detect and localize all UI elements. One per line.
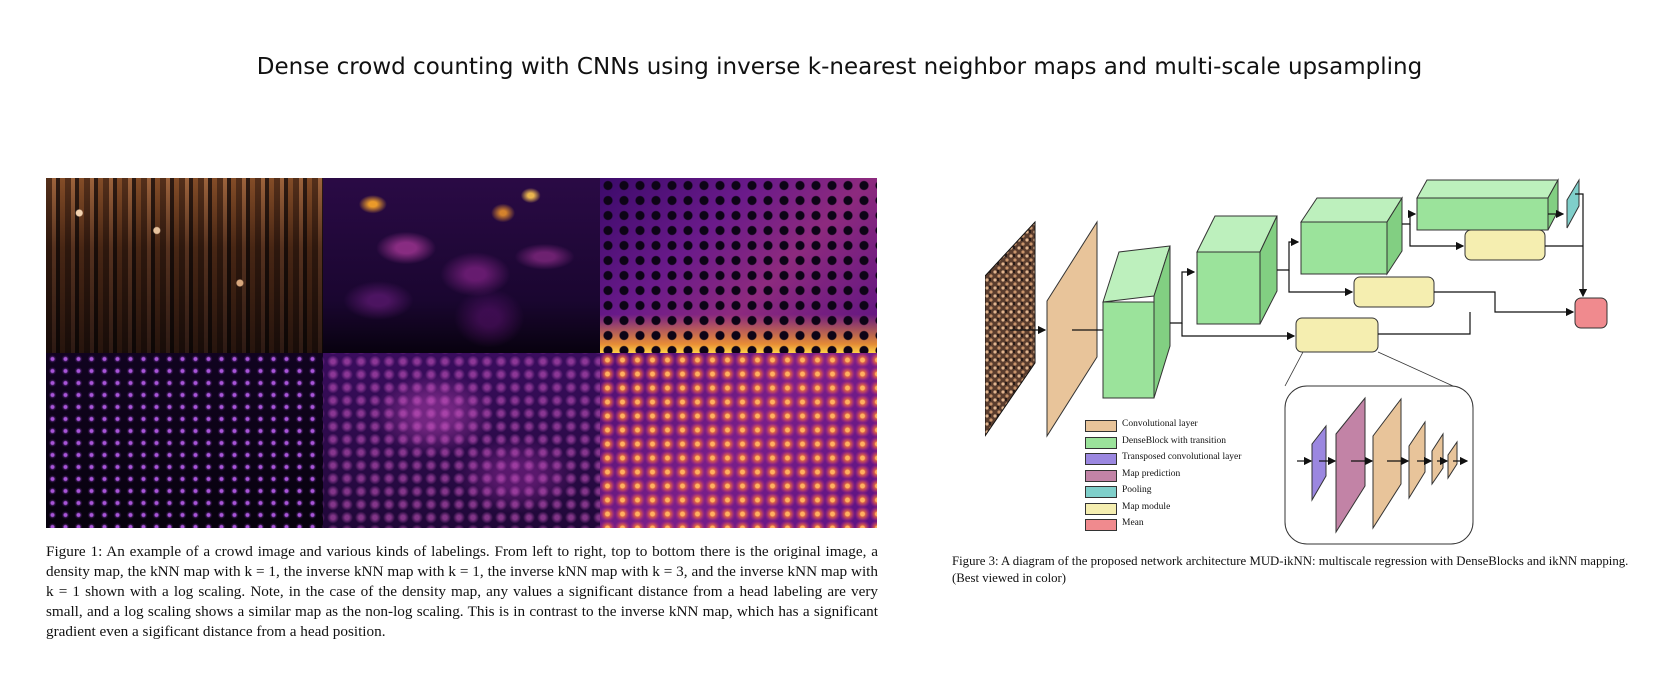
page-title: Dense crowd counting with CNNs using inv… — [256, 54, 1423, 80]
denseblock-4 — [1416, 178, 1559, 231]
density-map-panel — [323, 178, 600, 353]
legend-swatch — [1085, 436, 1117, 449]
legend-swatch — [1085, 502, 1117, 515]
denseblock-2 — [1196, 215, 1278, 325]
legend-label: Convolutional layer — [1122, 419, 1198, 429]
inverse-knn-log-panel — [600, 353, 877, 528]
legend-swatch — [1085, 453, 1117, 465]
input-image — [985, 220, 1036, 437]
knn-map-panel — [600, 178, 877, 353]
legend-label: Map prediction — [1122, 468, 1181, 479]
crowd-image-panel — [46, 178, 323, 353]
figure-1-caption: Figure 1: An example of a crowd image an… — [46, 543, 878, 640]
conv-layer — [1046, 220, 1098, 438]
legend-label: Map module — [1122, 501, 1171, 512]
legend-swatch — [1085, 519, 1117, 531]
map-module-detail — [1284, 385, 1474, 545]
inverse-knn-k3-panel — [323, 353, 600, 528]
legend-label: Transposed convolutional layer — [1122, 452, 1242, 462]
inverse-knn-k1-panel — [46, 353, 323, 528]
figure-3-caption: Figure 3: A diagram of the proposed netw… — [952, 554, 1629, 585]
mean-block — [1574, 297, 1608, 329]
map-module-2 — [1353, 276, 1435, 308]
legend-label: Mean — [1122, 518, 1144, 528]
map-module-3 — [1464, 229, 1546, 261]
legend-swatch — [1085, 420, 1117, 432]
architecture-diagram — [985, 178, 1608, 545]
figure-1 — [46, 178, 877, 528]
legend-label: Pooling — [1122, 485, 1152, 495]
denseblock-1 — [1102, 245, 1171, 399]
figure-3: Convolutional layer DenseBlock with tran… — [985, 166, 1625, 546]
legend-label: DenseBlock with transition — [1122, 435, 1226, 446]
map-module-1 — [1295, 317, 1379, 353]
legend-swatch — [1085, 486, 1117, 498]
denseblock-3 — [1300, 196, 1403, 276]
legend-swatch — [1085, 469, 1117, 482]
pooling-block — [1566, 178, 1580, 229]
